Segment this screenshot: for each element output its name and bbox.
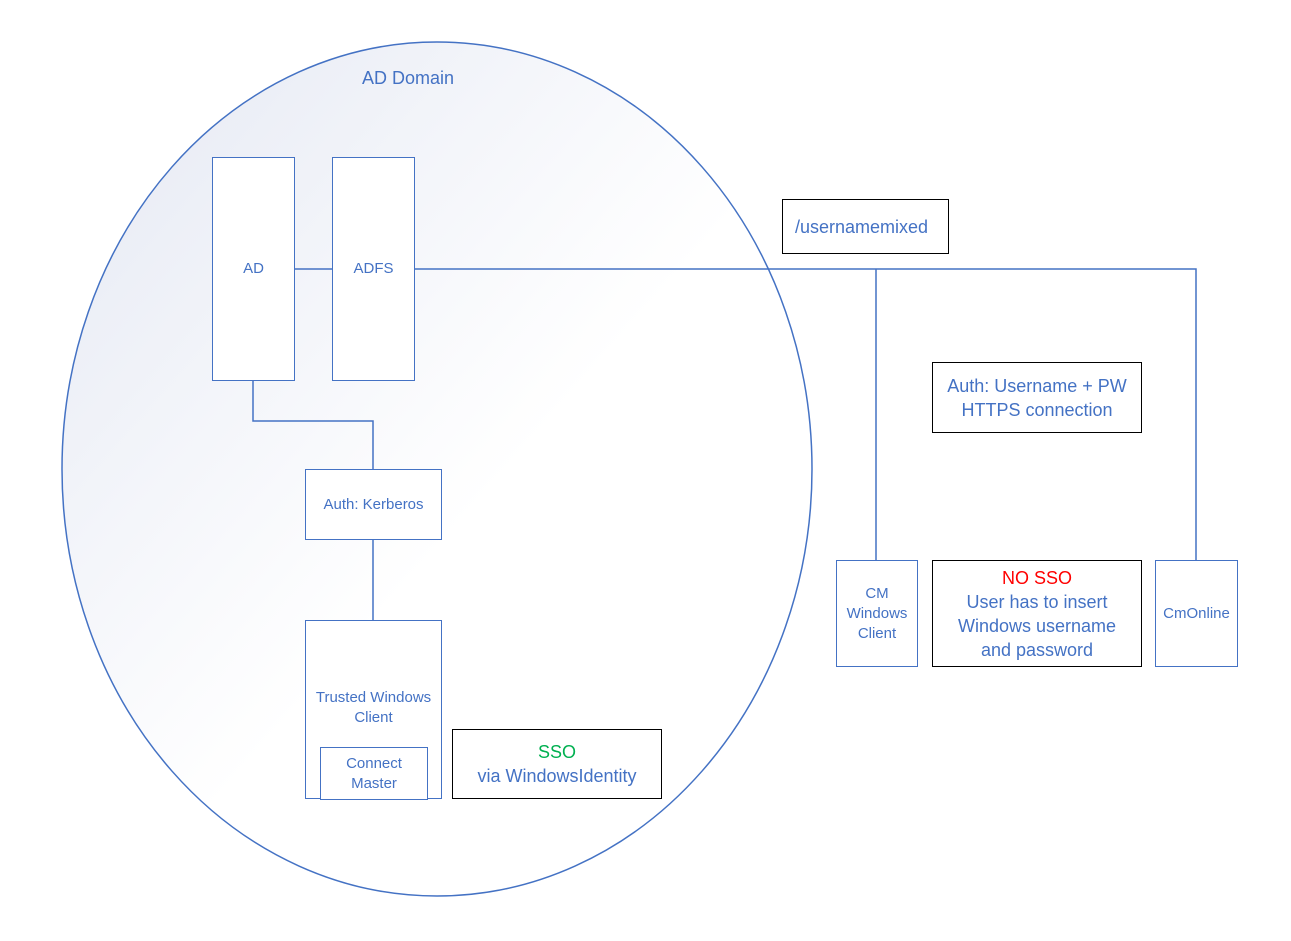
- ad-label: AD: [243, 260, 264, 277]
- ad-node: AD: [212, 157, 295, 381]
- sso-note: SSO via WindowsIdentity: [452, 729, 662, 799]
- cm-client-line-3: Client: [857, 624, 897, 642]
- connector-adfs-cmonline: [414, 268, 1197, 561]
- connector-ad-kerberos: [252, 380, 374, 470]
- adfs-node: ADFS: [332, 157, 415, 381]
- auth-https-line-2: HTTPS connection: [961, 399, 1113, 420]
- sso-line: via WindowsIdentity: [477, 766, 637, 786]
- connect-master-line-1: Connect: [346, 754, 402, 772]
- trusted-client-line-1: Trusted Windows: [315, 689, 432, 706]
- cmonline-node: CmOnline: [1155, 560, 1238, 667]
- kerberos-label: Auth: Kerberos: [323, 495, 424, 513]
- ad-domain-label: AD Domain: [362, 68, 455, 88]
- usernamemixed-label: /usernamemixed: [795, 216, 929, 237]
- usernamemixed-note: /usernamemixed: [782, 199, 949, 254]
- no-sso-line-2: Windows username: [957, 615, 1117, 636]
- no-sso-note: NO SSO User has to insert Windows userna…: [932, 560, 1142, 667]
- cm-client-line-2: Windows: [846, 604, 908, 622]
- no-sso-title: NO SSO: [1001, 567, 1072, 588]
- sso-title: SSO: [537, 742, 576, 762]
- cmonline-label: CmOnline: [1163, 604, 1230, 622]
- auth-https-line-1: Auth: Username + PW: [947, 375, 1127, 396]
- trusted-windows-client-node: Trusted Windows Client Connect Master: [305, 620, 442, 800]
- auth-https-note: Auth: Username + PW HTTPS connection: [932, 362, 1142, 433]
- cm-client-line-1: CM: [865, 584, 889, 602]
- kerberos-node: Auth: Kerberos: [305, 469, 442, 540]
- connect-master-line-2: Master: [351, 774, 397, 792]
- connect-master-node: Connect Master: [320, 747, 428, 800]
- cm-windows-client-node: CM Windows Client: [836, 560, 918, 667]
- trusted-client-line-2: Client: [354, 709, 393, 726]
- adfs-label: ADFS: [353, 260, 394, 277]
- no-sso-line-1: User has to insert: [966, 591, 1108, 612]
- no-sso-line-3: and password: [980, 639, 1094, 660]
